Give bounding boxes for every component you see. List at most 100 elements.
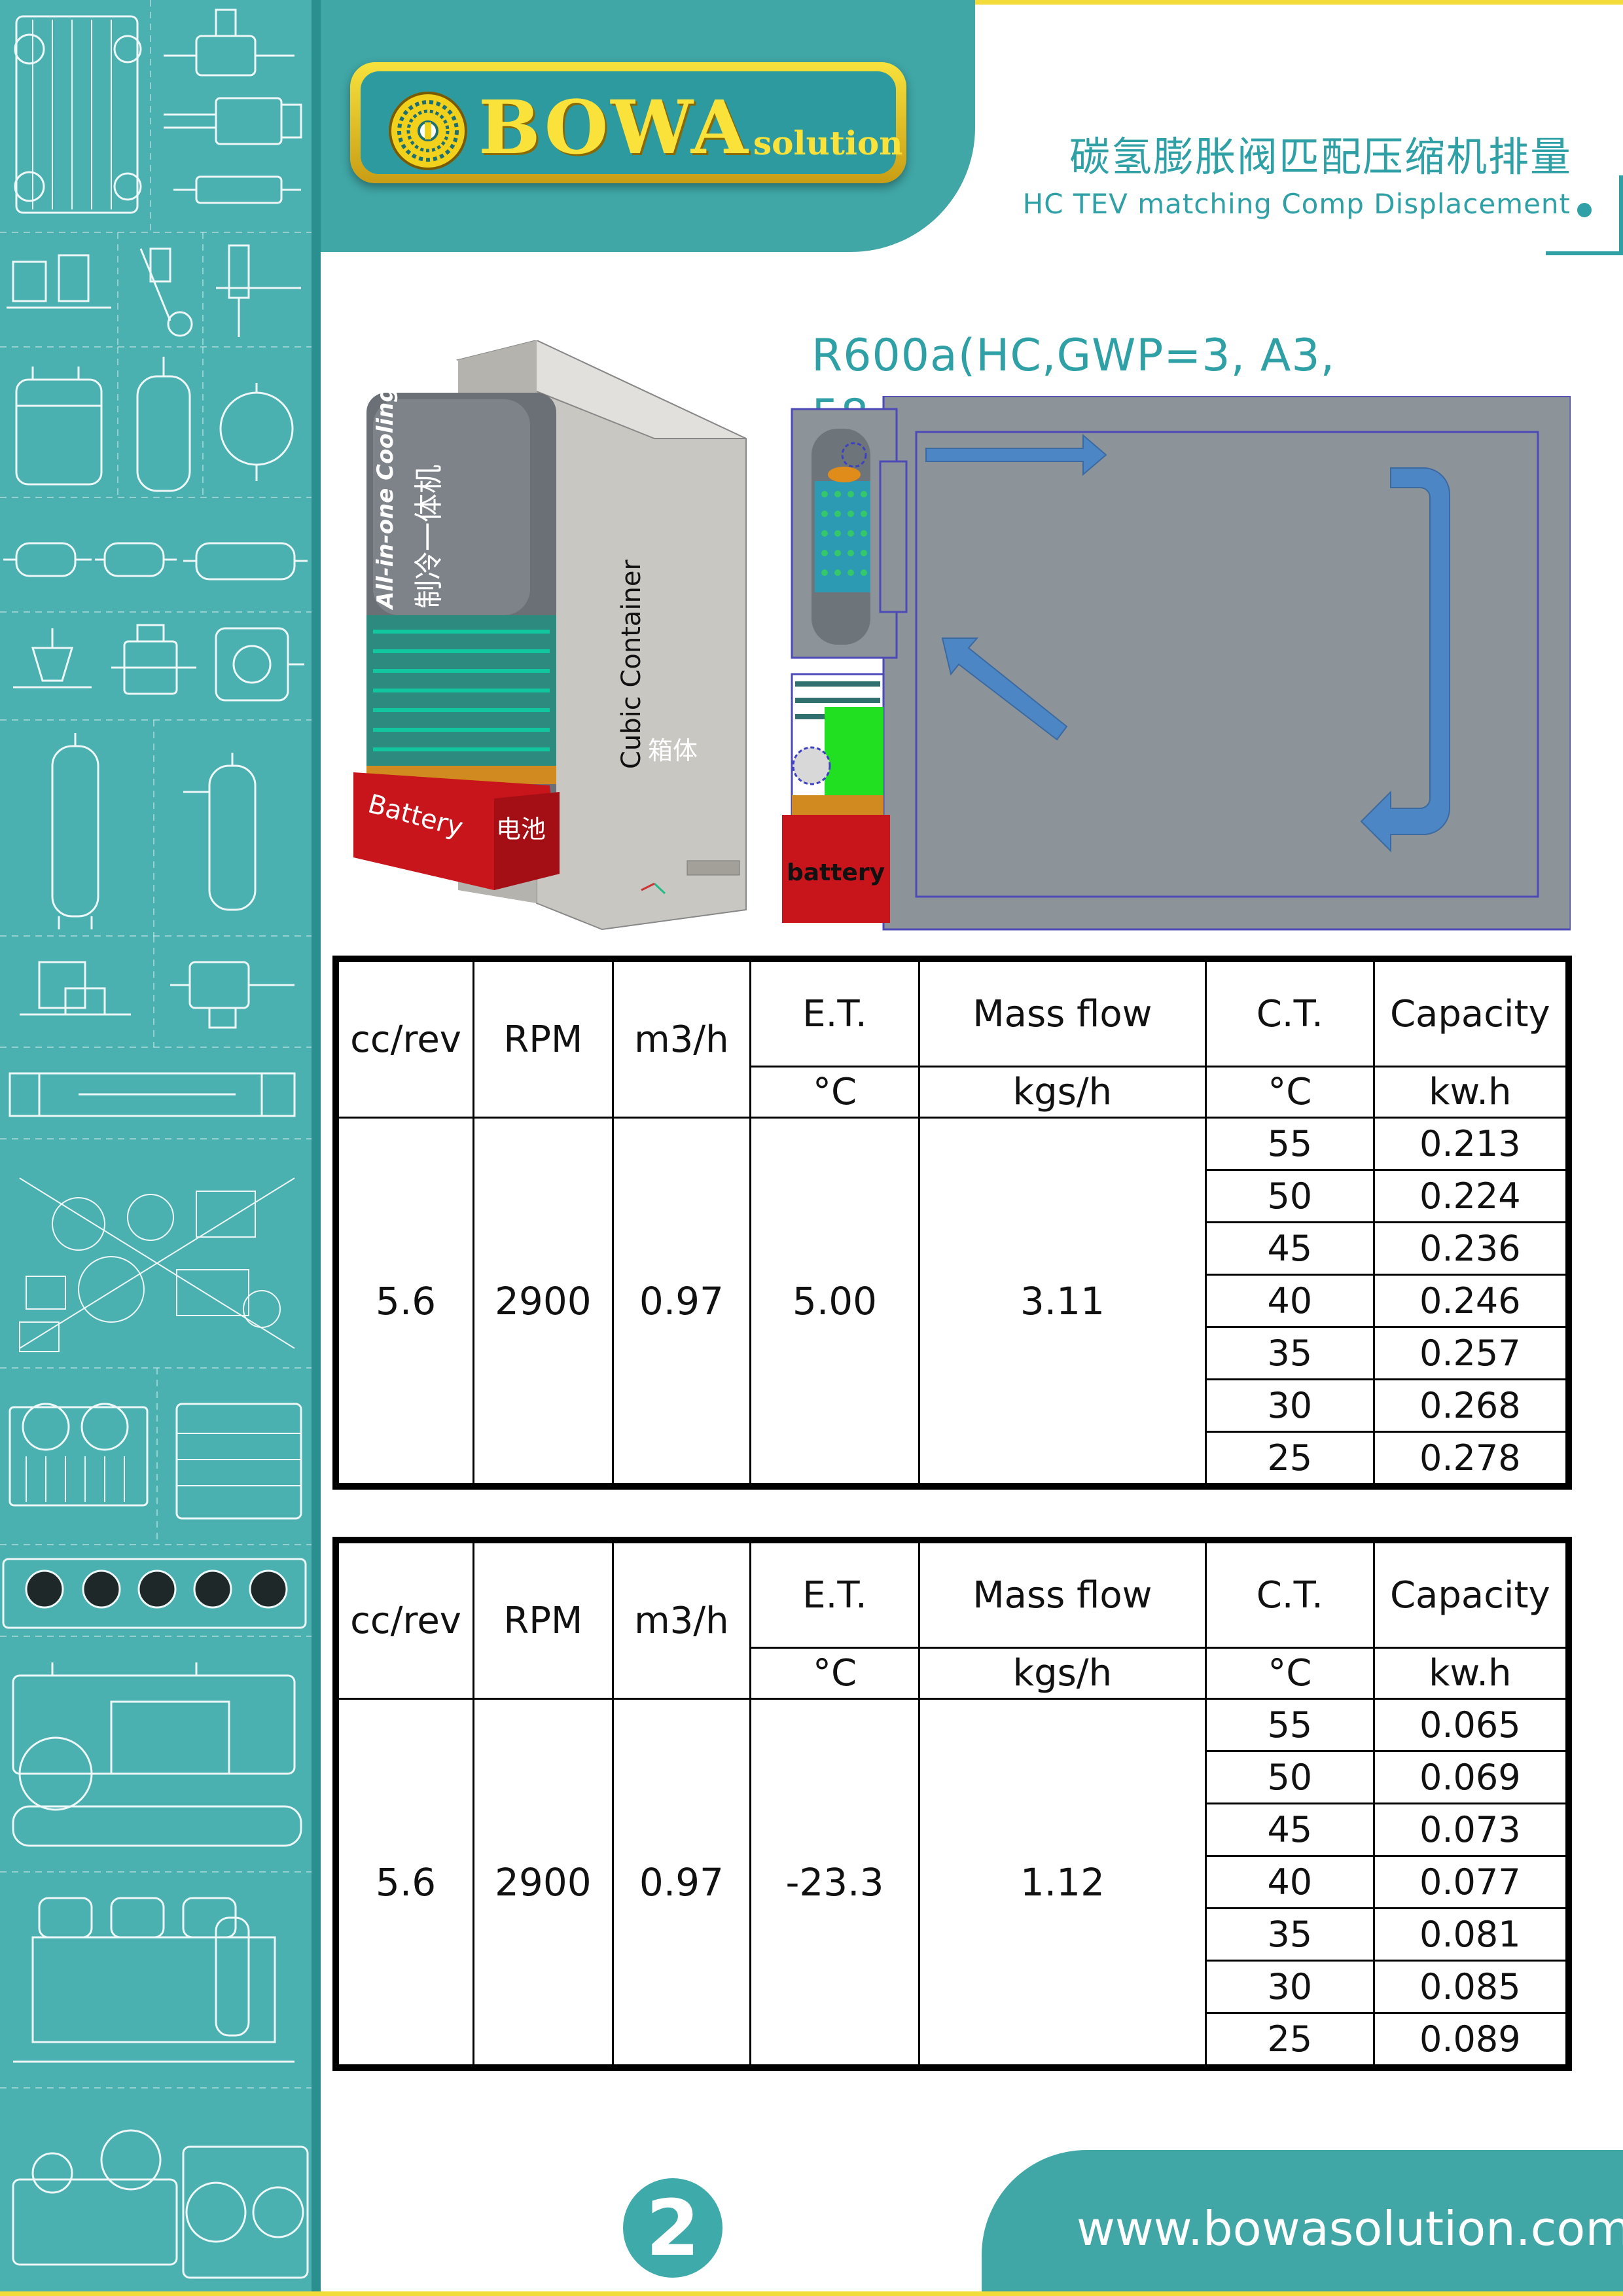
col-ccrev-header: cc/rev: [334, 958, 475, 1119]
col-et-header: E.T.: [749, 958, 920, 1067]
capacity-value: 0.073: [1372, 1803, 1570, 1857]
bottom-accent-line: [0, 2291, 1623, 2296]
capacity-value: 0.246: [1372, 1274, 1570, 1328]
capacity-value: 0.224: [1372, 1169, 1570, 1223]
col-et-unit: °C: [749, 1647, 920, 1700]
capacity-value: 0.236: [1372, 1221, 1570, 1276]
col-capacity-header: Capacity: [1372, 1539, 1570, 1649]
capacity-value: 0.085: [1372, 1960, 1570, 2014]
col-ct-header: C.T.: [1204, 1539, 1375, 1649]
et-value: -23.3: [749, 1698, 920, 2069]
capacity-value: 0.257: [1372, 1326, 1570, 1380]
ccrev-value: 5.6: [334, 1698, 475, 2069]
ct-value: 40: [1204, 1855, 1375, 1909]
product-sidebar: [0, 0, 321, 2296]
rpm-value: 2900: [473, 1698, 614, 2069]
ct-value: 45: [1204, 1221, 1375, 1276]
ct-value: 30: [1204, 1960, 1375, 2014]
col-capacity-unit: kw.h: [1372, 1647, 1570, 1700]
title-bullet-icon: [1577, 203, 1592, 217]
ct-value: 55: [1204, 1117, 1375, 1171]
et-value: 5.00: [749, 1117, 920, 1488]
table-header-row: cc/rev RPM m3/h E.T. Mass flow C.T. Capa…: [334, 1539, 1570, 1700]
table-row: 5.6 2900 0.97 5.00 3.11 55 0.213: [334, 1117, 1570, 1488]
logo-inner-panel: BOWA solution: [361, 71, 903, 174]
col-massflow-header: Mass flow: [918, 1539, 1207, 1649]
capacity-value: 0.268: [1372, 1378, 1570, 1433]
col-et-unit: °C: [749, 1066, 920, 1119]
m3h-value: 0.97: [611, 1698, 752, 2069]
footer-band: [982, 2150, 1623, 2296]
col-massflow-unit: kgs/h: [918, 1066, 1207, 1119]
website-link[interactable]: www.bowasolution.com: [1077, 2201, 1623, 2256]
ccrev-value: 5.6: [334, 1117, 475, 1488]
col-et-header: E.T.: [749, 1539, 920, 1649]
col-ccrev-header: cc/rev: [334, 1539, 475, 1700]
battery-label-cn: 电池: [496, 815, 546, 844]
brand-name: BOWA: [478, 85, 751, 171]
container-label-cn: 箱体: [648, 736, 698, 765]
col-capacity-unit: kw.h: [1372, 1066, 1570, 1119]
ct-value: 50: [1204, 1750, 1375, 1804]
brand-logo[interactable]: BOWA solution: [350, 62, 906, 183]
title-bracket-decoration: [1546, 175, 1623, 255]
col-ct-header: C.T.: [1204, 958, 1375, 1067]
airflow-diagram: battery: [782, 396, 1571, 931]
page-title-en: HC TEV matching Comp Displacement: [1022, 188, 1571, 220]
unit-label-cn: 制冷一体机: [412, 465, 446, 609]
ct-value: 25: [1204, 2012, 1375, 2069]
container-label: Cubic Container: [616, 559, 647, 769]
logo-coil-icon: [389, 92, 467, 170]
col-ct-unit: °C: [1204, 1066, 1375, 1119]
sidebar-edge-strip: [312, 0, 321, 2296]
battery-label-small: battery: [787, 859, 885, 886]
capacity-value: 0.081: [1372, 1907, 1570, 1962]
cooling-unit-illustration: Battery 电池 All-in-one Cooling Unit 制冷一体机…: [353, 340, 747, 931]
capacity-value: 0.065: [1372, 1698, 1570, 1752]
brand-tagline: solution: [753, 124, 903, 162]
rpm-value: 2900: [473, 1117, 614, 1488]
sidebar-line-art: [0, 0, 312, 2279]
page-title-cn: 碳氢膨胀阀匹配压缩机排量: [1069, 133, 1572, 181]
table-unit-row: °C kgs/h °C kw.h: [336, 1066, 1570, 1119]
col-rpm-header: RPM: [473, 1539, 614, 1700]
ct-value: 45: [1204, 1803, 1375, 1857]
massflow-value: 1.12: [918, 1698, 1207, 2069]
table-row: 5.6 2900 0.97 -23.3 1.12 55 0.065: [334, 1698, 1570, 2069]
table-unit-row: °C kgs/h °C kw.h: [336, 1647, 1570, 1700]
capacity-value: 0.278: [1372, 1431, 1570, 1488]
ct-value: 35: [1204, 1907, 1375, 1962]
capacity-value: 0.077: [1372, 1855, 1570, 1909]
col-ct-unit: °C: [1204, 1647, 1375, 1700]
col-m3h-header: m3/h: [611, 1539, 752, 1700]
unit-label-line1: All-in-one Cooling Unit: [372, 340, 399, 611]
col-rpm-header: RPM: [473, 958, 614, 1119]
table-header-row: cc/rev RPM m3/h E.T. Mass flow C.T. Capa…: [334, 958, 1570, 1119]
ct-value: 25: [1204, 1431, 1375, 1488]
massflow-value: 3.11: [918, 1117, 1207, 1488]
ct-value: 40: [1204, 1274, 1375, 1328]
col-capacity-header: Capacity: [1372, 958, 1570, 1067]
m3h-value: 0.97: [611, 1117, 752, 1488]
col-massflow-unit: kgs/h: [918, 1647, 1207, 1700]
ct-value: 30: [1204, 1378, 1375, 1433]
capacity-value: 0.089: [1372, 2012, 1570, 2069]
ct-value: 35: [1204, 1326, 1375, 1380]
ct-value: 50: [1204, 1169, 1375, 1223]
performance-table-1: cc/rev RPM m3/h E.T. Mass flow C.T. Capa…: [332, 956, 1572, 1490]
col-massflow-header: Mass flow: [918, 958, 1207, 1067]
capacity-value: 0.069: [1372, 1750, 1570, 1804]
col-m3h-header: m3/h: [611, 958, 752, 1119]
